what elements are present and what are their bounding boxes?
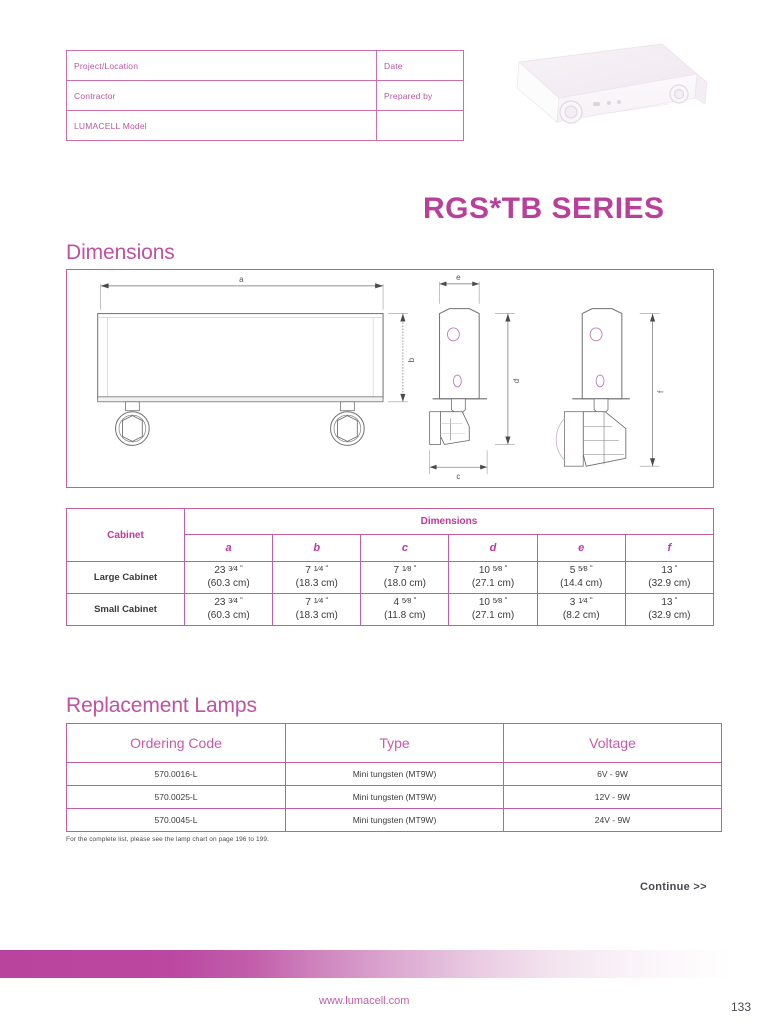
spec-field-project-location[interactable]: Project/Location (66, 50, 377, 81)
page-number: 133 (731, 1000, 752, 1014)
col-header-type: Type (285, 723, 504, 763)
cabinet-size-label: Large Cabinet (66, 561, 185, 594)
dimension-cell-f: 13 “(32.9 cm) (624, 593, 715, 626)
spec-field-lumacell-model-input[interactable] (376, 110, 464, 141)
page-title: RGS*TB SERIES (423, 192, 665, 225)
col-header-a: a (183, 534, 274, 562)
dimension-cell-d: 10 5⁄8 “(27.1 cm) (448, 561, 538, 594)
dimension-cell-a: 23 3⁄4 “(60.3 cm) (183, 593, 274, 626)
drawing-label-b: b (407, 357, 416, 362)
dimension-cell-d: 10 5⁄8 “(27.1 cm) (448, 593, 538, 626)
drawing-label-a: a (239, 275, 244, 284)
spec-field-date[interactable]: Date (376, 50, 464, 81)
dimension-cell-b: 7 1⁄4 “(18.3 cm) (272, 561, 362, 594)
spec-form-row: LUMACELL Model (66, 110, 464, 141)
lamp-voltage: 12V - 9W (503, 785, 722, 809)
project-spec-form: Project/Location Date Contractor Prepare… (66, 50, 464, 141)
lamp-ordering-code: 570.0025-L (66, 785, 286, 809)
section-heading-dimensions: Dimensions (66, 241, 175, 264)
col-header-voltage: Voltage (503, 723, 722, 763)
col-header-e: e (536, 534, 626, 562)
dimension-cell-c: 7 1⁄8 “(18.0 cm) (360, 561, 450, 594)
lamp-ordering-code: 570.0016-L (66, 762, 286, 786)
dimension-cell-e: 3 1⁄4 “(8.2 cm) (536, 593, 626, 626)
dimension-cell-f: 13 “(32.9 cm) (624, 561, 715, 594)
dimension-cell-e: 5 5⁄8 “(14.4 cm) (536, 561, 626, 594)
dimension-cell-a: 23 3⁄4 “(60.3 cm) (183, 561, 274, 594)
lamp-voltage: 6V - 9W (503, 762, 722, 786)
spec-form-row: Contractor Prepared by (66, 80, 464, 111)
spec-field-prepared-by[interactable]: Prepared by (376, 80, 464, 111)
spec-form-row: Project/Location Date (66, 50, 464, 81)
section-heading-replacement-lamps: Replacement Lamps (66, 694, 257, 717)
drawing-label-c: c (456, 472, 460, 481)
dimensions-header-row-1: Cabinet Dimensions (66, 508, 714, 562)
lamps-table-head: Ordering Code Type Voltage (66, 723, 722, 763)
col-header-ordering-code: Ordering Code (66, 723, 286, 763)
continue-link[interactable]: Continue >> (640, 881, 707, 893)
drawing-label-d: d (512, 379, 521, 383)
dimension-drawing-panel: a b e c d f (66, 269, 714, 488)
lamp-voltage: 24V - 9W (503, 808, 722, 832)
col-header-d: d (448, 534, 538, 562)
lamp-chart-footnote: For the complete list, please see the la… (66, 836, 270, 843)
col-header-c: c (360, 534, 450, 562)
lamp-type: Mini tungsten (MT9W) (285, 762, 504, 786)
cabinet-size-label: Small Cabinet (66, 593, 185, 626)
dimensions-table-head: Cabinet Dimensions a b c d e f (66, 508, 715, 562)
spec-field-lumacell-model-label: LUMACELL Model (66, 110, 377, 141)
lamp-ordering-code: 570.0045-L (66, 808, 286, 832)
dimension-cell-b: 7 1⁄4 “(18.3 cm) (272, 593, 362, 626)
col-header-dimensions: Dimensions (184, 508, 714, 535)
lamps-header-row: Ordering Code Type Voltage (66, 723, 722, 763)
drawing-label-f: f (656, 390, 665, 393)
dimension-cell-c: 4 5⁄8 “(11.8 cm) (360, 593, 450, 626)
lamp-type: Mini tungsten (MT9W) (285, 808, 504, 832)
spec-field-contractor[interactable]: Contractor (66, 80, 377, 111)
emergency-light-fixture-photo (497, 36, 722, 154)
product-photo-svg (516, 43, 708, 124)
drawing-label-e: e (456, 273, 461, 282)
dimensions-header-row-2: a b c d e f (67, 534, 715, 562)
footer-gradient-bar (0, 950, 770, 978)
footer-website-url[interactable]: www.lumacell.com (319, 995, 410, 1007)
col-header-f: f (624, 534, 715, 562)
spec-form-body: Project/Location Date Contractor Prepare… (66, 50, 464, 141)
col-header-b: b (272, 534, 362, 562)
col-header-cabinet: Cabinet (66, 508, 185, 562)
dimensions-table: Cabinet Dimensions a b c d e f Large Cab… (66, 508, 715, 626)
lamp-type: Mini tungsten (MT9W) (285, 785, 504, 809)
dimension-drawing-svg: a b e c d f (97, 273, 665, 481)
